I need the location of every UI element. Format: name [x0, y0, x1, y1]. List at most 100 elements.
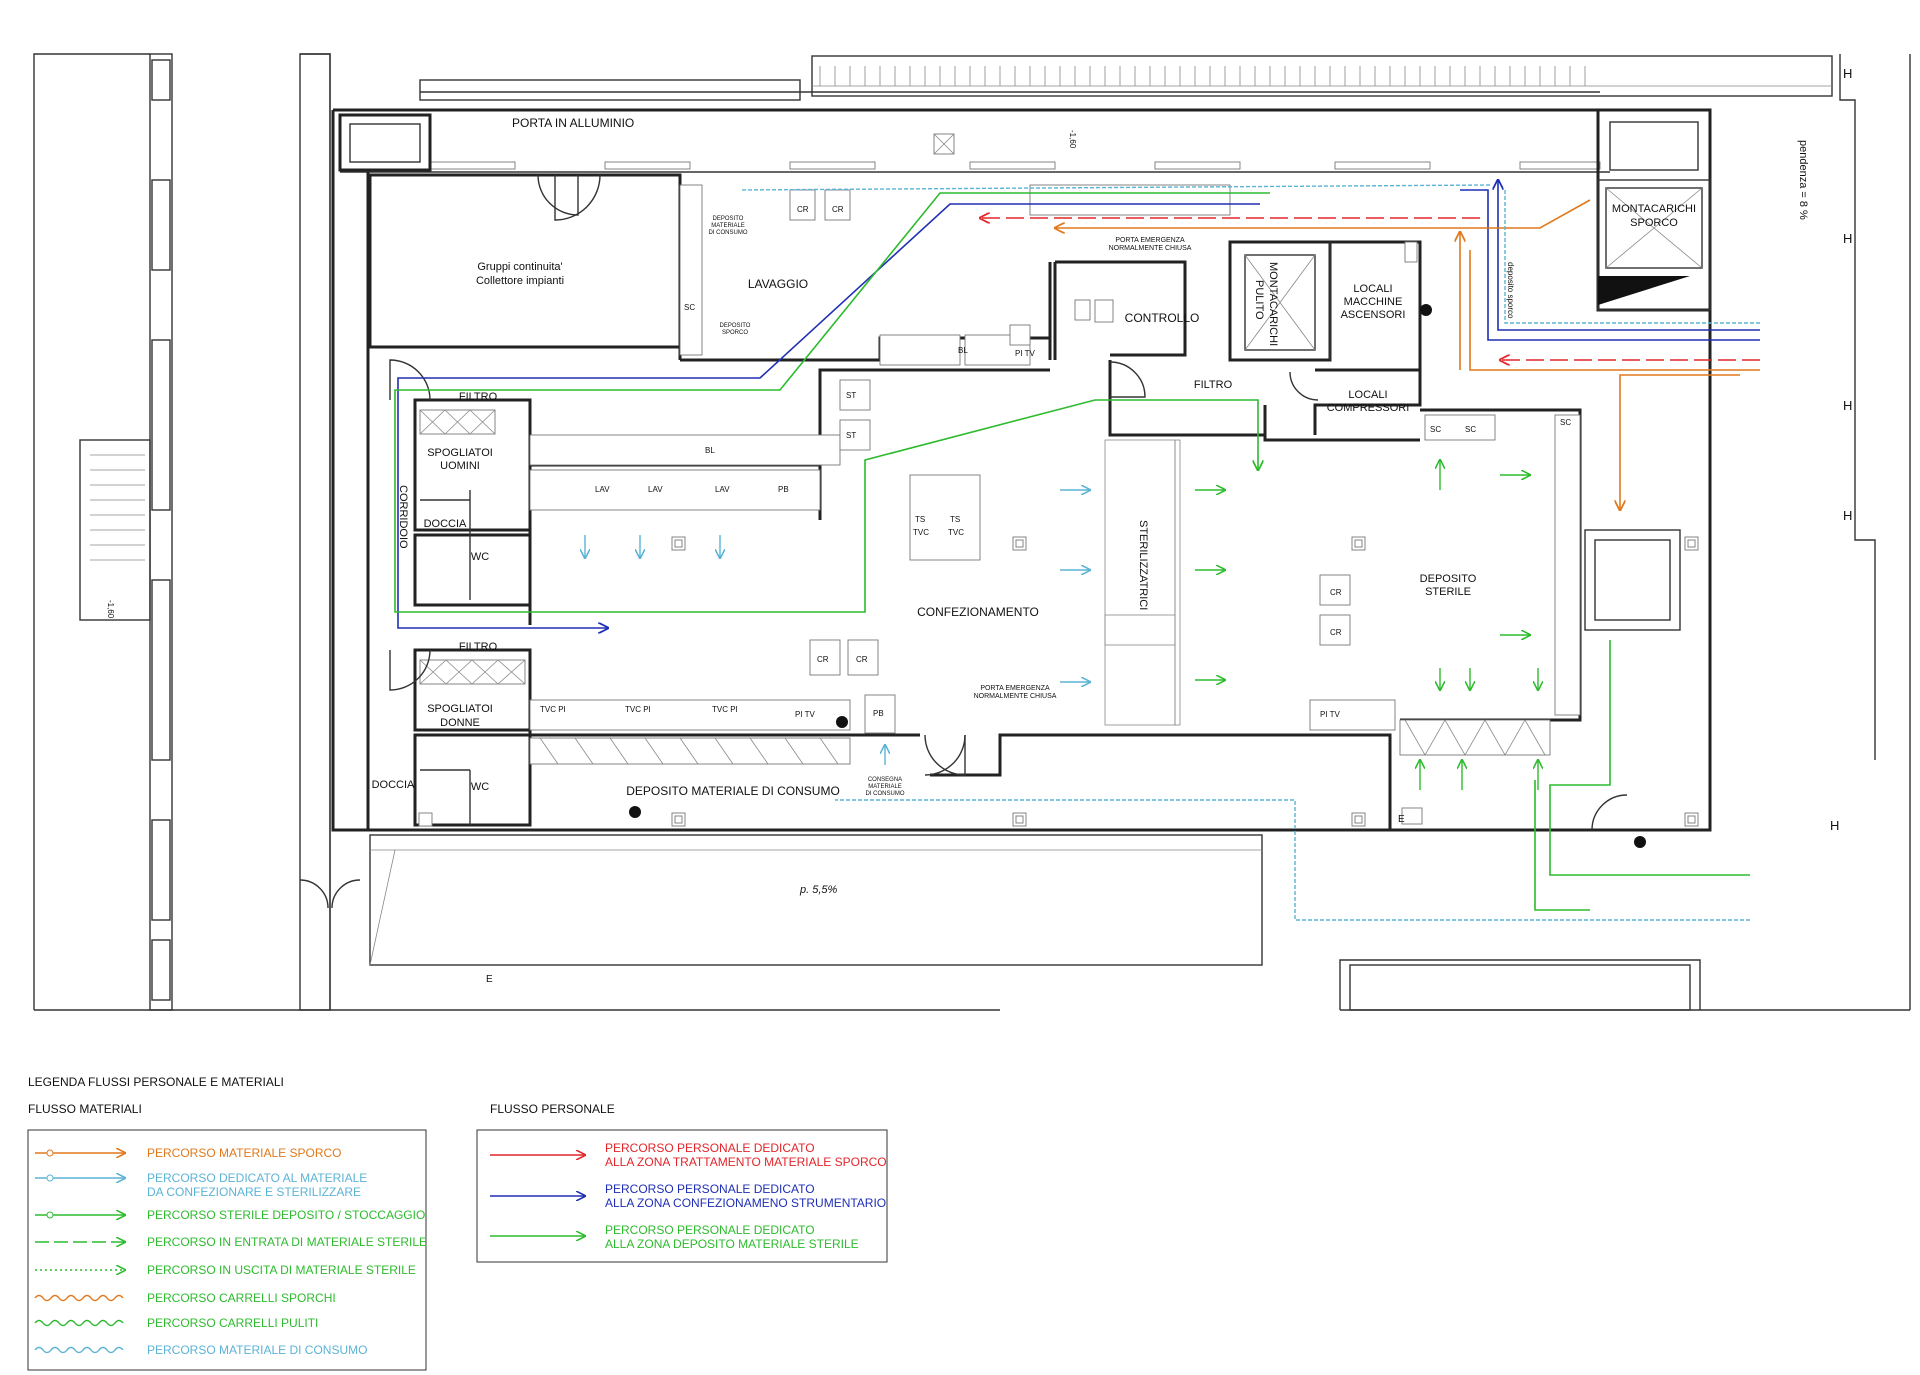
legend-mat-2: PERCORSO STERILE DEPOSITO / STOCCAGGIO — [147, 1208, 425, 1222]
legend-material-samples — [34, 1150, 125, 1354]
ts-label-1: TS — [915, 515, 925, 524]
e-mark-2: E — [486, 974, 493, 985]
column-markers — [418, 133, 1699, 827]
lift-h-4: H — [1843, 508, 1852, 523]
pb-label-1: PB — [778, 485, 789, 494]
tvc-pi-label-2: TVC PI — [625, 705, 651, 714]
sc-label-4: SC — [684, 303, 695, 312]
small-notes: PORTA EMERGENZA NORMALMENTE CHIUSA PORTA… — [106, 130, 1515, 797]
flow-dirty — [1055, 199, 1591, 228]
label-confezionamento: CONFEZIONAMENTO — [917, 605, 1039, 619]
label-lavaggio: LAVAGGIO — [748, 277, 808, 291]
legend-mat-5: PERCORSO CARRELLI SPORCHI — [147, 1291, 336, 1305]
legend-personnel-heading: FLUSSO PERSONALE — [490, 1102, 615, 1116]
flow-dirty-3 — [1620, 374, 1740, 510]
label-spogliatoi-uomini-1: SPOGLIATOI — [427, 447, 493, 459]
label-locali-macchine-1: LOCALI — [1353, 283, 1392, 295]
legend-personnel-samples — [490, 1155, 585, 1236]
legend-material-texts: PERCORSO MATERIALE SPORCO PERCORSO DEDIC… — [147, 1146, 427, 1357]
note-consegna-2: MATERIALE — [868, 784, 902, 790]
equipment-labels: CR CR CR CR CR CR LAV LAV LAV PB PB BL B… — [540, 205, 1571, 719]
legend-per-0b: ALLA ZONA TRATTAMENTO MATERIALE SPORCO — [605, 1155, 887, 1169]
room-labels: PORTA IN ALLUMINIO Gruppi continuita' Co… — [372, 116, 1809, 896]
note-deposito-consumo-3: DI CONSUMO — [709, 230, 748, 236]
legend-per-2b: ALLA ZONA DEPOSITO MATERIALE STERILE — [605, 1237, 859, 1251]
flow-consumo — [835, 799, 1750, 921]
label-filtro-bottom: FILTRO — [459, 641, 498, 653]
flow-consumo-top — [739, 184, 1491, 191]
label-sterilizzatrici: STERILIZZATRICI — [1137, 520, 1149, 610]
label-spogliatoi-uomini-2: UOMINI — [440, 460, 480, 472]
label-montacarichi-sporco-2: SPORCO — [1630, 217, 1678, 229]
flow-clean-carts — [1549, 640, 1750, 876]
legend-materials-heading: FLUSSO MATERIALI — [28, 1102, 142, 1116]
label-filtro-top: FILTRO — [459, 391, 498, 403]
label-compressori-2: COMPRESSORI — [1327, 402, 1410, 414]
legend-mat-1a: PERCORSO DEDICATO AL MATERIALE — [147, 1171, 367, 1185]
cyan-arrows — [585, 490, 1090, 765]
label-controllo: CONTROLLO — [1125, 311, 1200, 325]
note-deposito-consumo-1: DEPOSITO — [713, 216, 744, 222]
flow-dirty-4 — [1469, 250, 1760, 371]
note-emergenza-bottom-1: PORTA EMERGENZA — [980, 685, 1050, 692]
pi-tv-label-3: PI TV — [1320, 710, 1341, 719]
note-consegna-3: DI CONSUMO — [866, 791, 905, 797]
note-emergenza-bottom-2: NORMALMENTE CHIUSA — [974, 693, 1057, 700]
flow-consumo-right — [1504, 190, 1760, 324]
legend-per-1a: PERCORSO PERSONALE DEDICATO — [605, 1182, 815, 1196]
note-consegna-1: CONSEGNA — [868, 777, 902, 783]
lift-h-3: H — [1843, 398, 1852, 413]
flow-clean-carts-2 — [1534, 780, 1590, 911]
label-corridoio: CORRIDOIO — [397, 485, 409, 549]
label-deposito-sterile-2: STERILE — [1425, 586, 1471, 598]
sc-label-2: SC — [1430, 425, 1441, 434]
note-emergenza-top-1: PORTA EMERGENZA — [1115, 237, 1185, 244]
legend-title: LEGENDA FLUSSI PERSONALE E MATERIALI — [28, 1075, 284, 1089]
st-label-1: ST — [846, 391, 856, 400]
legend-mat-7: PERCORSO MATERIALE DI CONSUMO — [147, 1343, 367, 1357]
legend-mat-4: PERCORSO IN USCITA DI MATERIALE STERILE — [147, 1263, 416, 1277]
lift-h-1: H — [1843, 66, 1852, 81]
cr-label-4: CR — [1330, 628, 1342, 637]
lift-h-5: H — [1830, 818, 1839, 833]
st-label-2: ST — [846, 431, 856, 440]
cr-label-3: CR — [1330, 588, 1342, 597]
legend-per-0a: PERCORSO PERSONALE DEDICATO — [605, 1141, 815, 1155]
note-deposito-sporco-vertical: deposito sporco — [1506, 262, 1515, 319]
cr-label-1: CR — [797, 205, 809, 214]
lav-label-1: LAV — [595, 485, 610, 494]
note-deposito-consumo-2: MATERIALE — [711, 223, 745, 229]
label-compressori-1: LOCALI — [1348, 389, 1387, 401]
label-deposito-consumo: DEPOSITO MATERIALE DI CONSUMO — [626, 784, 840, 798]
label-montacarichi-sporco-1: MONTACARICHI — [1612, 203, 1696, 215]
pi-tv-label-2: PI TV — [795, 710, 816, 719]
label-locali-macchine-2: MACCHINE — [1344, 296, 1403, 308]
label-wc-top: WC — [471, 551, 489, 563]
lav-label-2: LAV — [648, 485, 663, 494]
legend-mat-0: PERCORSO MATERIALE SPORCO — [147, 1146, 341, 1160]
bl-label-1: BL — [958, 346, 968, 355]
label-deposito-sterile-1: DEPOSITO — [1420, 573, 1477, 585]
note-level-top: -1,60 — [1068, 130, 1077, 149]
sterile-arrows — [1195, 460, 1538, 790]
label-montacarichi-pulito-1: MONTACARICHI — [1267, 262, 1279, 346]
bl-label-2: BL — [705, 446, 715, 455]
legend-mat-3: PERCORSO IN ENTRATA DI MATERIALE STERILE — [147, 1235, 427, 1249]
shelving-bottom — [419, 659, 526, 685]
legend-personnel-box — [476, 1129, 888, 1263]
equipment — [529, 184, 1646, 848]
label-gruppi-2: Collettore impianti — [476, 275, 564, 287]
note-emergenza-top-2: NORMALMENTE CHIUSA — [1109, 245, 1192, 252]
label-spogliatoi-donne-2: DONNE — [440, 717, 480, 729]
tvc-label-2: TVC — [948, 528, 964, 537]
tvc-pi-label-3: TVC PI — [712, 705, 738, 714]
label-montacarichi-pulito-2: PULITO — [1253, 280, 1265, 320]
sc-label-3: SC — [1465, 425, 1476, 434]
lift-markers: H H H H H E E — [486, 66, 1852, 985]
label-pendenza-bottom: p. 5,5% — [799, 884, 838, 896]
note-deposito-sporco-2: SPORCO — [722, 330, 748, 336]
building-walls — [33, 53, 1911, 1011]
note-deposito-sporco-1: DEPOSITO — [720, 323, 751, 329]
legend-per-1b: ALLA ZONA CONFEZIONAMENO STRUMENTARIO — [605, 1196, 886, 1210]
